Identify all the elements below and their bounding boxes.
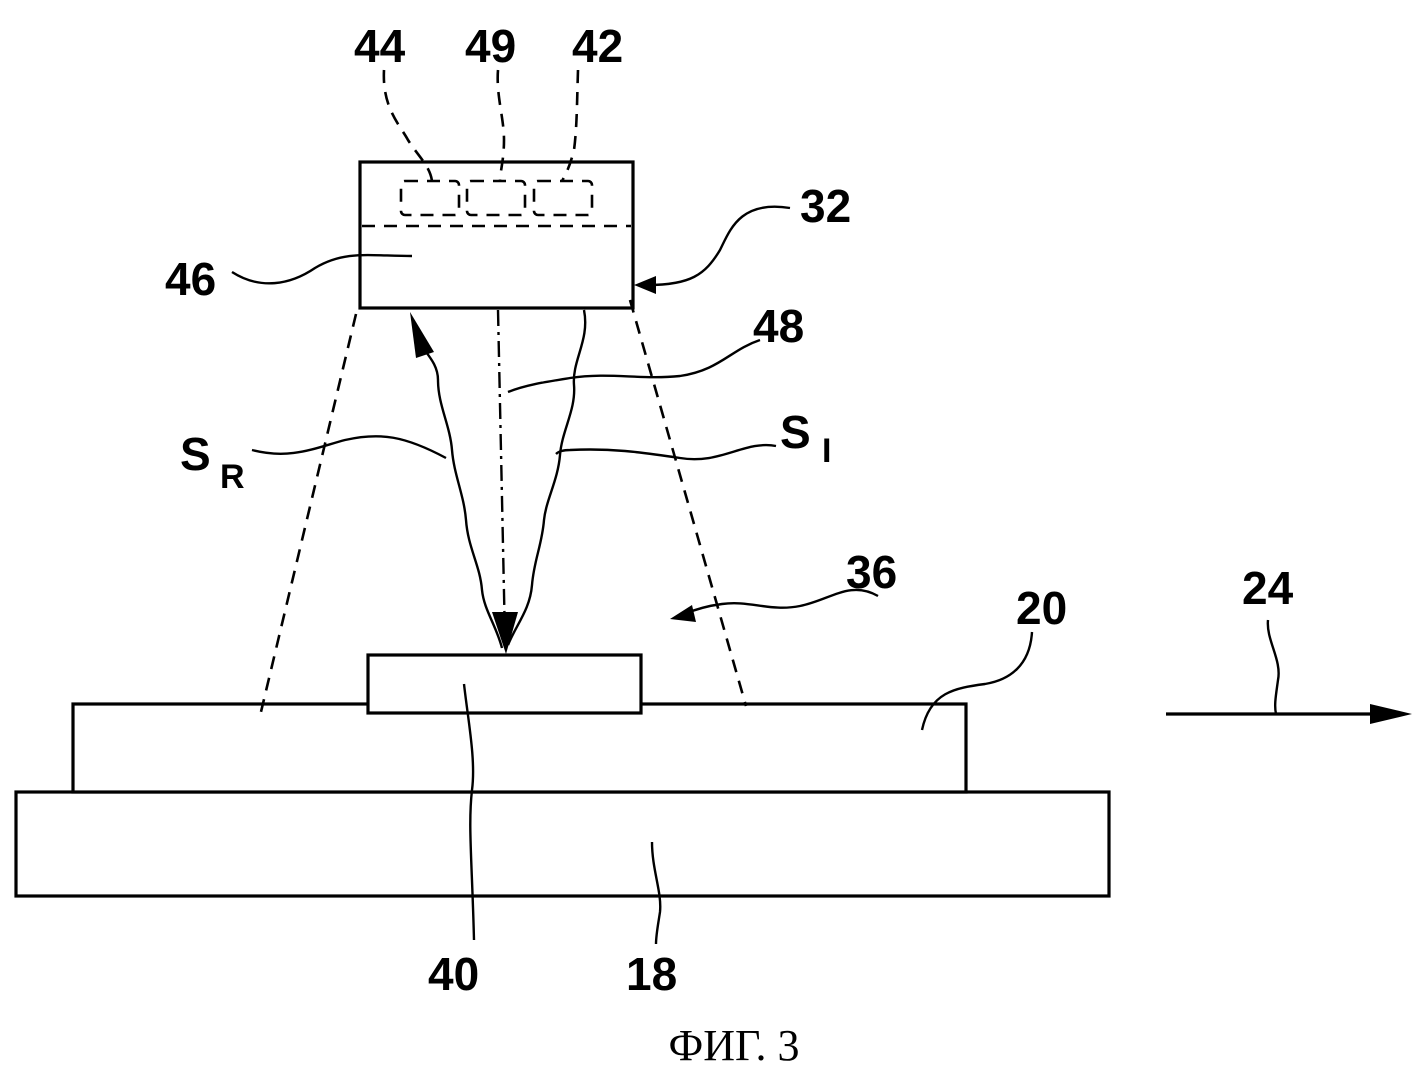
component-49 xyxy=(465,179,527,217)
label-24: 24 xyxy=(1242,562,1294,614)
leader-36 xyxy=(683,588,879,616)
fov-right-edge xyxy=(628,299,748,707)
label-20: 20 xyxy=(1016,582,1067,634)
signal-si-wave xyxy=(506,309,587,646)
label-49: 49 xyxy=(465,20,516,72)
leader-32 xyxy=(647,205,791,287)
signal-sr-wave xyxy=(416,339,504,649)
object-40 xyxy=(366,653,643,715)
figure-caption: ФИГ. 3 xyxy=(668,1021,799,1070)
sensor-unit-32 xyxy=(358,160,635,310)
component-44 xyxy=(399,179,461,217)
leader-44 xyxy=(382,69,434,182)
axis-48 xyxy=(496,309,507,641)
leader-36-arrowhead xyxy=(670,605,696,622)
label-40: 40 xyxy=(428,948,479,1000)
leader-49 xyxy=(496,69,506,182)
leader-sr xyxy=(251,435,447,460)
label-si: S xyxy=(780,406,811,458)
leader-si xyxy=(555,443,777,461)
signal-sr-arrowhead xyxy=(410,312,434,358)
plate-20 xyxy=(71,702,968,794)
label-46: 46 xyxy=(165,253,216,305)
label-sr: S xyxy=(180,428,211,480)
label-36: 36 xyxy=(846,546,897,598)
label-sr-subscript: R xyxy=(220,458,245,496)
label-18: 18 xyxy=(626,948,677,1000)
label-42: 42 xyxy=(572,20,623,72)
leader-24 xyxy=(1266,619,1280,715)
fov-left-edge xyxy=(258,313,358,717)
leader-46 xyxy=(231,253,413,285)
leader-18 xyxy=(650,841,662,945)
label-48: 48 xyxy=(753,300,804,352)
label-si-subscript: I xyxy=(822,432,831,470)
leader-32-arrowhead xyxy=(634,276,656,294)
leader-42 xyxy=(560,69,580,182)
leader-20 xyxy=(920,631,1034,731)
direction-arrow-24-head xyxy=(1370,704,1412,724)
leader-48 xyxy=(507,338,761,394)
leader-40 xyxy=(462,683,476,941)
label-32: 32 xyxy=(800,180,851,232)
axis-48-arrowhead xyxy=(492,612,518,654)
base-plate-18 xyxy=(14,790,1111,898)
label-44: 44 xyxy=(354,20,406,72)
